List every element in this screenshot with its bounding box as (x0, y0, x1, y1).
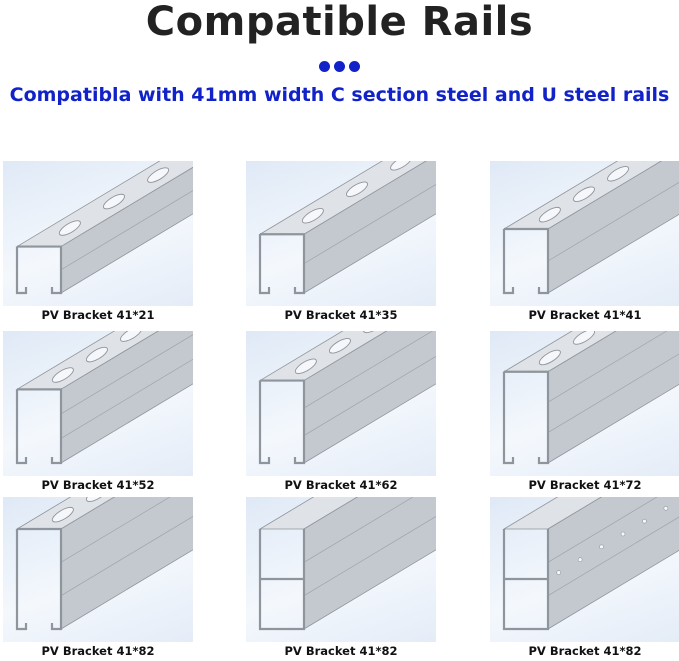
page-subtitle: Compatibla with 41mm width C section ste… (9, 84, 670, 106)
rail-product-card: PV Bracket 41*82 (3, 497, 193, 659)
rail-product-card: PV Bracket 41*82 (490, 497, 679, 659)
rail-product-card: PV Bracket 41*62 (246, 331, 436, 493)
divider-dot (334, 61, 345, 72)
rail-product-card: PV Bracket 41*82 (246, 497, 436, 659)
rail-product-label: PV Bracket 41*62 (284, 478, 398, 492)
rail-product-image (3, 331, 193, 476)
rail-product-label: PV Bracket 41*82 (41, 644, 155, 658)
divider-dot (319, 61, 330, 72)
rail-product-label: PV Bracket 41*41 (528, 308, 642, 322)
rail-product-card: PV Bracket 41*52 (3, 331, 193, 493)
rail-product-card: PV Bracket 41*35 (246, 161, 436, 323)
rail-product-card: PV Bracket 41*41 (490, 161, 679, 323)
rail-product-card: PV Bracket 41*72 (490, 331, 679, 493)
rail-product-label: PV Bracket 41*52 (41, 478, 155, 492)
rail-product-label: PV Bracket 41*72 (528, 478, 642, 492)
rail-product-image (3, 161, 193, 306)
divider-dot (349, 61, 360, 72)
title-divider-dots (0, 57, 679, 76)
rail-product-image (490, 331, 679, 476)
rail-product-image (3, 497, 193, 642)
rail-product-label: PV Bracket 41*35 (284, 308, 398, 322)
rail-product-image (490, 497, 679, 642)
rail-product-label: PV Bracket 41*21 (41, 308, 155, 322)
rail-product-image (490, 161, 679, 306)
rail-product-card: PV Bracket 41*21 (3, 161, 193, 323)
page-title: Compatible Rails (145, 0, 534, 45)
rail-product-image (246, 497, 436, 642)
rail-product-image (246, 161, 436, 306)
rail-product-label: PV Bracket 41*82 (528, 644, 642, 658)
rail-product-image (246, 331, 436, 476)
rail-product-label: PV Bracket 41*82 (284, 644, 398, 658)
